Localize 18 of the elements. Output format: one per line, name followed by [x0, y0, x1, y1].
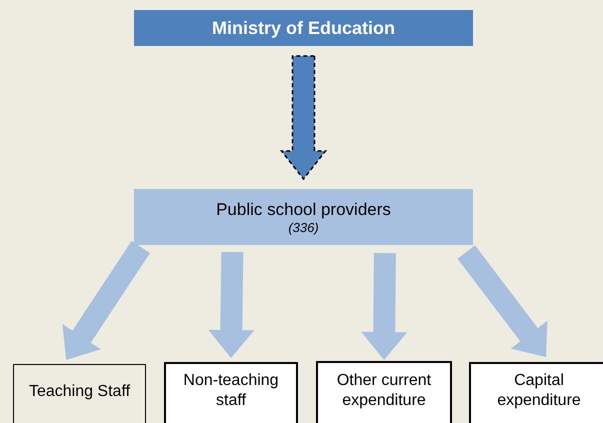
- label-text: Teaching Staff: [28, 382, 130, 402]
- heading-text: Ministry of Education: [212, 18, 395, 38]
- heading-text: Public school providers: [216, 200, 391, 220]
- category-box: [316, 361, 452, 423]
- block-arrow: [208, 252, 254, 358]
- block-arrow: [458, 245, 548, 357]
- count-text: (336): [288, 220, 319, 234]
- title-box: [134, 10, 473, 46]
- label-text: Other current expenditure: [336, 370, 432, 410]
- block-arrow: [62, 240, 150, 360]
- category-box: [164, 362, 298, 423]
- block-arrow: [361, 252, 408, 360]
- block-arrow: [280, 55, 328, 180]
- label-text: Non-teaching staff: [182, 371, 280, 411]
- label-text: Capital expenditure: [496, 371, 582, 411]
- provider-box: [134, 189, 473, 245]
- category-box: [469, 362, 603, 423]
- category-box: [13, 364, 146, 423]
